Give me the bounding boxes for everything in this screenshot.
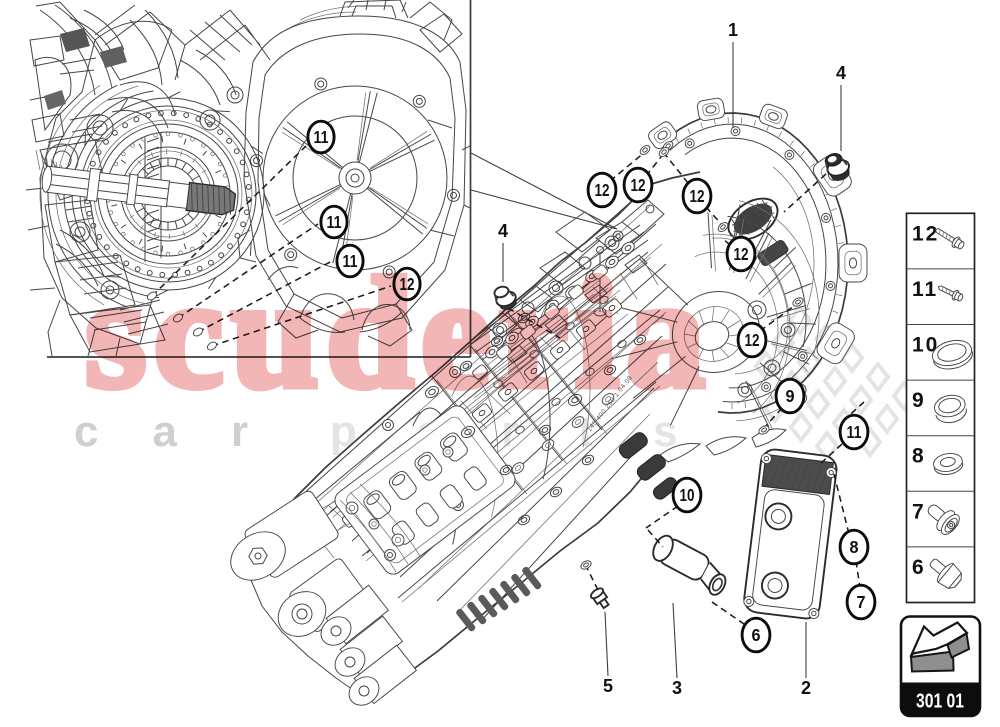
svg-text:scuderia: scuderia xyxy=(85,246,705,421)
svg-text:11: 11 xyxy=(912,278,938,301)
svg-text:12: 12 xyxy=(745,330,760,350)
svg-text:11: 11 xyxy=(847,422,862,442)
svg-text:10: 10 xyxy=(680,485,695,505)
svg-text:7: 7 xyxy=(857,592,866,612)
svg-text:12: 12 xyxy=(631,175,646,195)
svg-text:4: 4 xyxy=(498,221,508,241)
svg-text:5: 5 xyxy=(603,676,613,696)
svg-text:12: 12 xyxy=(595,180,610,200)
svg-text:12: 12 xyxy=(400,274,415,294)
svg-text:11: 11 xyxy=(343,251,358,271)
svg-text:12: 12 xyxy=(734,244,749,264)
svg-text:2: 2 xyxy=(801,678,811,698)
svg-text:11: 11 xyxy=(327,212,342,232)
svg-text:3: 3 xyxy=(672,678,682,698)
svg-text:4: 4 xyxy=(836,63,846,83)
svg-text:9: 9 xyxy=(912,389,926,412)
svg-text:11: 11 xyxy=(314,127,329,147)
svg-text:8: 8 xyxy=(850,537,859,557)
svg-text:10: 10 xyxy=(912,334,939,357)
svg-text:9: 9 xyxy=(786,386,795,406)
svg-text:12: 12 xyxy=(690,186,705,206)
svg-text:7: 7 xyxy=(912,500,926,523)
svg-text:301 01: 301 01 xyxy=(916,690,964,713)
svg-text:6: 6 xyxy=(752,625,761,645)
svg-text:1: 1 xyxy=(728,20,738,40)
svg-text:car: car xyxy=(74,407,302,456)
svg-text:6: 6 xyxy=(912,556,926,579)
svg-text:8: 8 xyxy=(912,445,926,468)
svg-text:12: 12 xyxy=(912,222,939,245)
